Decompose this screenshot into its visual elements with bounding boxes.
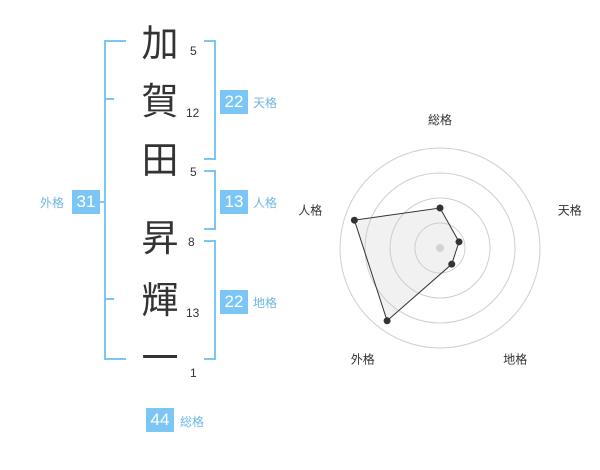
- soukaku-label: 総格: [180, 415, 205, 429]
- radar-axis-label-1: 総格: [428, 112, 452, 127]
- radar-axis-label-5: 人格: [298, 202, 322, 217]
- name-char-4: 昇: [141, 217, 179, 260]
- radar-point-2: [455, 238, 463, 246]
- name-char-6: 一: [141, 337, 179, 380]
- stroke-count-5: 13: [186, 306, 200, 320]
- radar-point-3: [448, 260, 456, 268]
- chikaku-value-badge: 22: [220, 290, 248, 314]
- stroke-count-4: 8: [188, 235, 195, 249]
- chikaku-label: 地格: [253, 296, 278, 310]
- name-char-5: 輝: [141, 279, 179, 322]
- name-char-1: 加: [141, 22, 179, 65]
- radar-center: [436, 244, 444, 252]
- stroke-count-2: 12: [186, 106, 200, 120]
- soukaku-value-badge: 44: [146, 408, 174, 432]
- gaikaku-label: 外格: [40, 196, 65, 210]
- radar-point-5: [350, 216, 358, 224]
- jinkaku-value-badge: 13: [220, 190, 248, 214]
- name-char-3: 田: [141, 139, 179, 182]
- radar-axis-label-3: 地格: [503, 352, 527, 367]
- name-char-2: 賀: [141, 80, 179, 123]
- gaikaku-value-badge: 31: [72, 190, 100, 214]
- radar-ring-3: [364, 172, 516, 324]
- radar-point-4: [383, 317, 391, 325]
- radar-ring-2: [389, 197, 491, 299]
- radar-axis-label-2: 天格: [558, 202, 582, 217]
- radar-axis-label-4: 外格: [351, 352, 375, 367]
- radar-point-1: [436, 204, 444, 212]
- stroke-count-1: 5: [190, 44, 197, 58]
- stroke-count-6: 1: [190, 366, 197, 380]
- radar-ring-1: [414, 222, 466, 274]
- tenkaku-label: 天格: [253, 96, 278, 110]
- radar-polygon: [353, 207, 460, 322]
- tenkaku-value-badge: 22: [220, 90, 248, 114]
- stroke-count-3: 5: [190, 165, 197, 179]
- jinkaku-label: 人格: [253, 196, 278, 210]
